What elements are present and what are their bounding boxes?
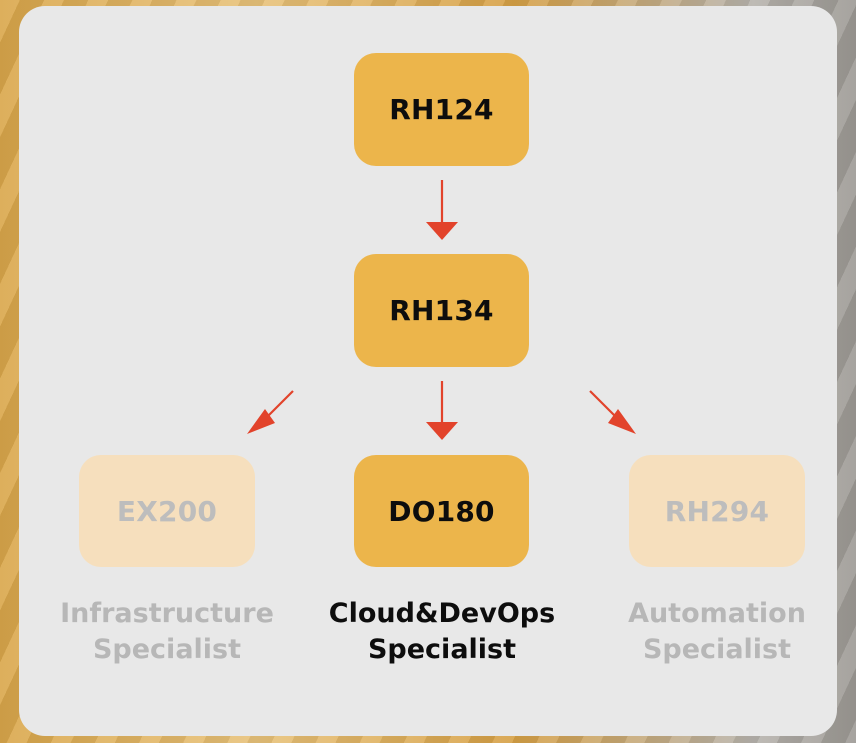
node-rh134: RH134 (354, 254, 529, 367)
track-automation-line1: Automation (628, 598, 806, 629)
track-infrastructure-line1: Infrastructure (60, 598, 274, 629)
node-ex200: EX200 (79, 455, 255, 567)
track-automation-label: Automation Specialist (590, 596, 844, 668)
node-rh294-label: RH294 (664, 494, 770, 528)
node-rh124-label: RH124 (389, 93, 494, 126)
track-cloud-devops-line1: Cloud&DevOps (328, 598, 556, 629)
node-rh124: RH124 (354, 53, 529, 166)
track-infrastructure-line2: Specialist (92, 634, 242, 665)
node-rh294: RH294 (629, 455, 805, 567)
arrow-rh124-to-rh134 (426, 180, 458, 240)
arrow-rh134-to-rh294 (589, 390, 636, 434)
track-automation-line2: Specialist (642, 634, 792, 665)
node-do180: DO180 (354, 455, 529, 567)
arrow-rh134-to-ex200 (247, 390, 294, 434)
track-cloud-devops-label: Cloud&DevOps Specialist (300, 596, 584, 668)
node-rh134-label: RH134 (389, 294, 494, 327)
node-ex200-label: EX200 (116, 494, 218, 528)
node-do180-label: DO180 (388, 494, 495, 528)
track-infrastructure-label: Infrastructure Specialist (38, 596, 296, 668)
track-cloud-devops-line2: Specialist (367, 634, 517, 665)
arrow-rh134-to-do180 (426, 381, 458, 440)
